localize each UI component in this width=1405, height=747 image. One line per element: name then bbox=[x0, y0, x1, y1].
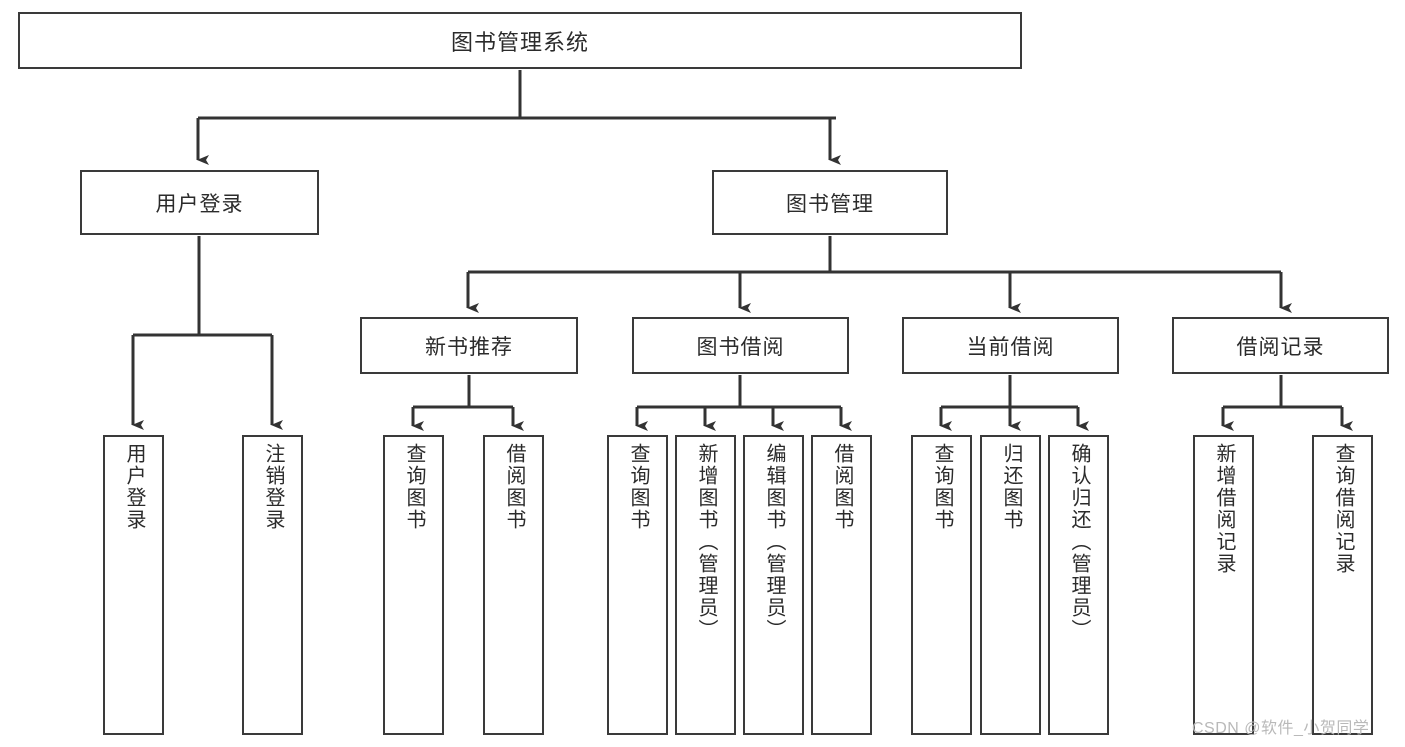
node-root-book-management-system[interactable]: 图书管理系统 bbox=[18, 12, 1022, 69]
leaf-query-book-borrow[interactable]: 查询图书 bbox=[607, 435, 668, 735]
node-label: 新增图书（管理员） bbox=[695, 443, 717, 641]
node-label: 用户登录 bbox=[123, 443, 145, 531]
leaf-user-login[interactable]: 用户登录 bbox=[103, 435, 164, 735]
leaf-return-book[interactable]: 归还图书 bbox=[980, 435, 1041, 735]
node-current-borrow[interactable]: 当前借阅 bbox=[902, 317, 1119, 374]
node-label: 确认归还（管理员） bbox=[1068, 443, 1090, 641]
leaf-query-book-current[interactable]: 查询图书 bbox=[911, 435, 972, 735]
node-label: 图书管理 bbox=[786, 192, 874, 216]
node-label: 注销登录 bbox=[262, 443, 284, 531]
node-label: 借阅图书 bbox=[503, 443, 525, 531]
leaf-confirm-return-admin[interactable]: 确认归还（管理员） bbox=[1048, 435, 1109, 735]
node-label: 查询借阅记录 bbox=[1332, 443, 1354, 575]
leaf-query-borrow-record[interactable]: 查询借阅记录 bbox=[1312, 435, 1373, 735]
node-label: 新书推荐 bbox=[425, 335, 513, 359]
node-label: 归还图书 bbox=[1000, 443, 1022, 531]
leaf-add-book-admin[interactable]: 新增图书（管理员） bbox=[675, 435, 736, 735]
node-label: 借阅图书 bbox=[831, 443, 853, 531]
node-label: 借阅记录 bbox=[1236, 335, 1325, 359]
node-user-login[interactable]: 用户登录 bbox=[80, 170, 319, 235]
node-label: 图书管理系统 bbox=[450, 29, 589, 55]
leaf-add-borrow-record[interactable]: 新增借阅记录 bbox=[1193, 435, 1254, 735]
node-borrow-record[interactable]: 借阅记录 bbox=[1172, 317, 1389, 374]
node-label: 图书借阅 bbox=[696, 335, 785, 359]
node-label: 查询图书 bbox=[403, 443, 425, 531]
node-label: 查询图书 bbox=[627, 443, 649, 531]
leaf-logout[interactable]: 注销登录 bbox=[242, 435, 303, 735]
watermark: CSDN @软件_小贺同学 bbox=[1192, 720, 1370, 737]
leaf-edit-book-admin[interactable]: 编辑图书（管理员） bbox=[743, 435, 804, 735]
node-label: 用户登录 bbox=[155, 192, 244, 216]
node-label: 新增借阅记录 bbox=[1213, 443, 1235, 575]
node-book-borrow[interactable]: 图书借阅 bbox=[632, 317, 849, 374]
node-label: 编辑图书（管理员） bbox=[763, 443, 785, 641]
node-book-manage[interactable]: 图书管理 bbox=[712, 170, 948, 235]
leaf-query-book-rec[interactable]: 查询图书 bbox=[383, 435, 444, 735]
node-new-book-rec[interactable]: 新书推荐 bbox=[360, 317, 578, 374]
node-label: 查询图书 bbox=[931, 443, 953, 531]
leaf-borrow-book-rec[interactable]: 借阅图书 bbox=[483, 435, 544, 735]
leaf-borrow-book[interactable]: 借阅图书 bbox=[811, 435, 872, 735]
node-label: 当前借阅 bbox=[966, 335, 1055, 359]
